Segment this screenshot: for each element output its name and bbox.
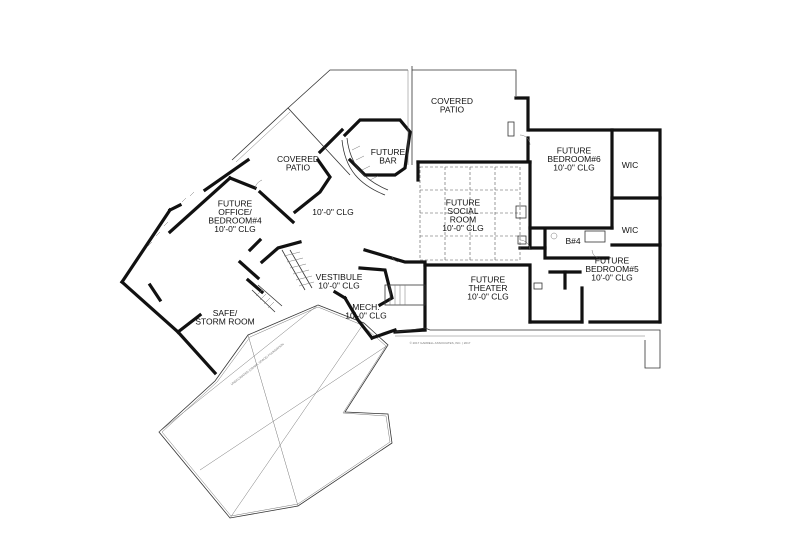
outer-walls xyxy=(119,96,662,376)
copyright-text: © 2017 GARRELL ASSOCIATES, INC. | 2017 xyxy=(410,341,471,345)
room-label-line: 10'-0" CLG xyxy=(318,280,360,290)
room-label-line: COVERED xyxy=(431,96,473,106)
room-label-line: COVERED xyxy=(277,154,319,164)
room-label-line: BEDROOM#4 xyxy=(208,215,262,225)
room-label-line: PATIO xyxy=(440,104,465,114)
room-label-line: 10'-0" CLG xyxy=(312,207,354,217)
label-wic-top: WIC xyxy=(622,160,639,170)
room-label-line: 10'-0" CLG xyxy=(467,292,509,302)
room-label-line: SAFE/ xyxy=(213,308,238,318)
room-label-line: 10'-0" CLG xyxy=(553,163,595,173)
label-mech: MECH.10'-0" CLG xyxy=(345,302,387,321)
room-label-line: WIC xyxy=(622,225,639,235)
room-label-line: PATIO xyxy=(286,162,311,172)
room-label-line: BAR xyxy=(379,155,396,165)
room-label-line: 10'-0" CLG xyxy=(345,310,387,320)
room-label-line: FUTURE xyxy=(446,197,481,207)
room-label-line: THEATER xyxy=(468,283,507,293)
room-label-line: ROOM xyxy=(450,214,476,224)
room-label-line: FUTURE xyxy=(595,256,630,266)
room-label-line: 10'-0" CLG xyxy=(442,223,484,233)
plan-details xyxy=(147,66,661,369)
room-label-line: 10'-0" CLG xyxy=(591,273,633,283)
label-bath4: B#4 xyxy=(565,236,580,246)
room-label-line: MECH. xyxy=(352,302,379,312)
room-label-line: B#4 xyxy=(565,236,580,246)
room-label-line: BEDROOM#6 xyxy=(547,154,601,164)
room-label-line: OFFICE/ xyxy=(218,207,252,217)
room-label-line: SOCIAL xyxy=(447,206,478,216)
label-wic-bottom: WIC xyxy=(622,225,639,235)
label-main-clg: 10'-0" CLG xyxy=(312,207,354,217)
room-label-line: VESTIBULE xyxy=(316,272,363,282)
room-label-line: FUTURE xyxy=(557,146,592,156)
room-label-line: WIC xyxy=(622,160,639,170)
room-label-line: BEDROOM#5 xyxy=(585,264,639,274)
room-label-line: FUTURE xyxy=(218,198,253,208)
room-label-line: 10'-0" CLG xyxy=(214,224,256,234)
room-label-line: FUTURE xyxy=(371,147,406,157)
room-label-line: STORM ROOM xyxy=(195,316,254,326)
crawl-space-outline xyxy=(158,304,393,519)
label-safe-storm: SAFE/STORM ROOM xyxy=(195,308,254,327)
room-label-line: FUTURE xyxy=(471,275,506,285)
